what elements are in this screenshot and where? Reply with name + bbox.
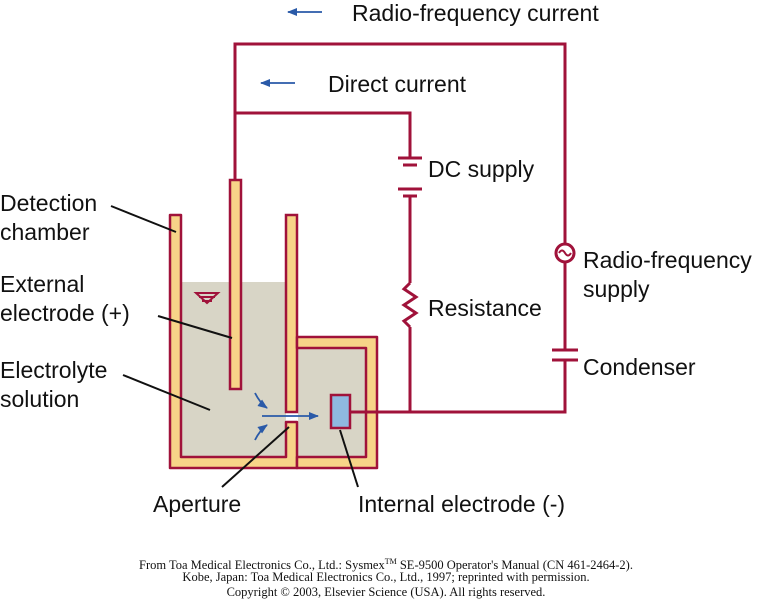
flow-arrows <box>254 392 319 441</box>
external-electrode-label-line2: electrode (+) <box>0 300 130 326</box>
condenser-label: Condenser <box>583 354 696 380</box>
detection-chamber-wall <box>168 213 299 470</box>
rf-supply-label-line1: Radio-frequency <box>583 247 752 273</box>
credit-line-3: Copyright © 2003, Elsevier Science (USA)… <box>226 585 546 599</box>
rf-supply-icon <box>554 242 576 264</box>
detection-chamber-label-line2: chamber <box>0 219 90 245</box>
aperture-label: Aperture <box>153 491 241 517</box>
rf-current-label: Radio-frequency current <box>352 0 599 26</box>
pointer-lines <box>110 205 359 488</box>
condenser-icon <box>552 348 578 362</box>
liquid-level-icon <box>193 292 221 305</box>
inner-chamber-wall <box>295 335 379 470</box>
external-electrode-label-line1: External <box>0 271 84 297</box>
circuit-wires <box>233 42 567 414</box>
credit-line-1-post: SE-9500 Operator's Manual (CN 461-2464-2… <box>396 558 633 573</box>
detection-chamber-right-wall <box>284 213 299 414</box>
dc-supply-icon <box>398 156 422 198</box>
external-electrode <box>228 178 243 391</box>
electrolyte-label-line2: solution <box>0 386 79 412</box>
trademark-mark: TM <box>384 557 397 566</box>
credit-line-2: Kobe, Japan: Toa Medical Electronics Co.… <box>182 570 590 584</box>
credit-line-1: From Toa Medical Electronics Co., Ltd.: … <box>0 553 772 574</box>
internal-electrode-label: Internal electrode (-) <box>358 491 565 517</box>
resistance-label: Resistance <box>428 295 542 321</box>
rf-supply-label-line2: supply <box>583 276 650 302</box>
electrolyte-label-line1: Electrolyte <box>0 357 107 383</box>
detection-chamber-label-line1: Detection <box>0 190 97 216</box>
dc-supply-label: DC supply <box>428 156 535 182</box>
internal-electrode <box>329 393 352 430</box>
current-arrows <box>260 8 322 87</box>
direct-current-label: Direct current <box>328 71 467 97</box>
credit-line-1-pre: From Toa Medical Electronics Co., Ltd.: … <box>139 558 385 573</box>
